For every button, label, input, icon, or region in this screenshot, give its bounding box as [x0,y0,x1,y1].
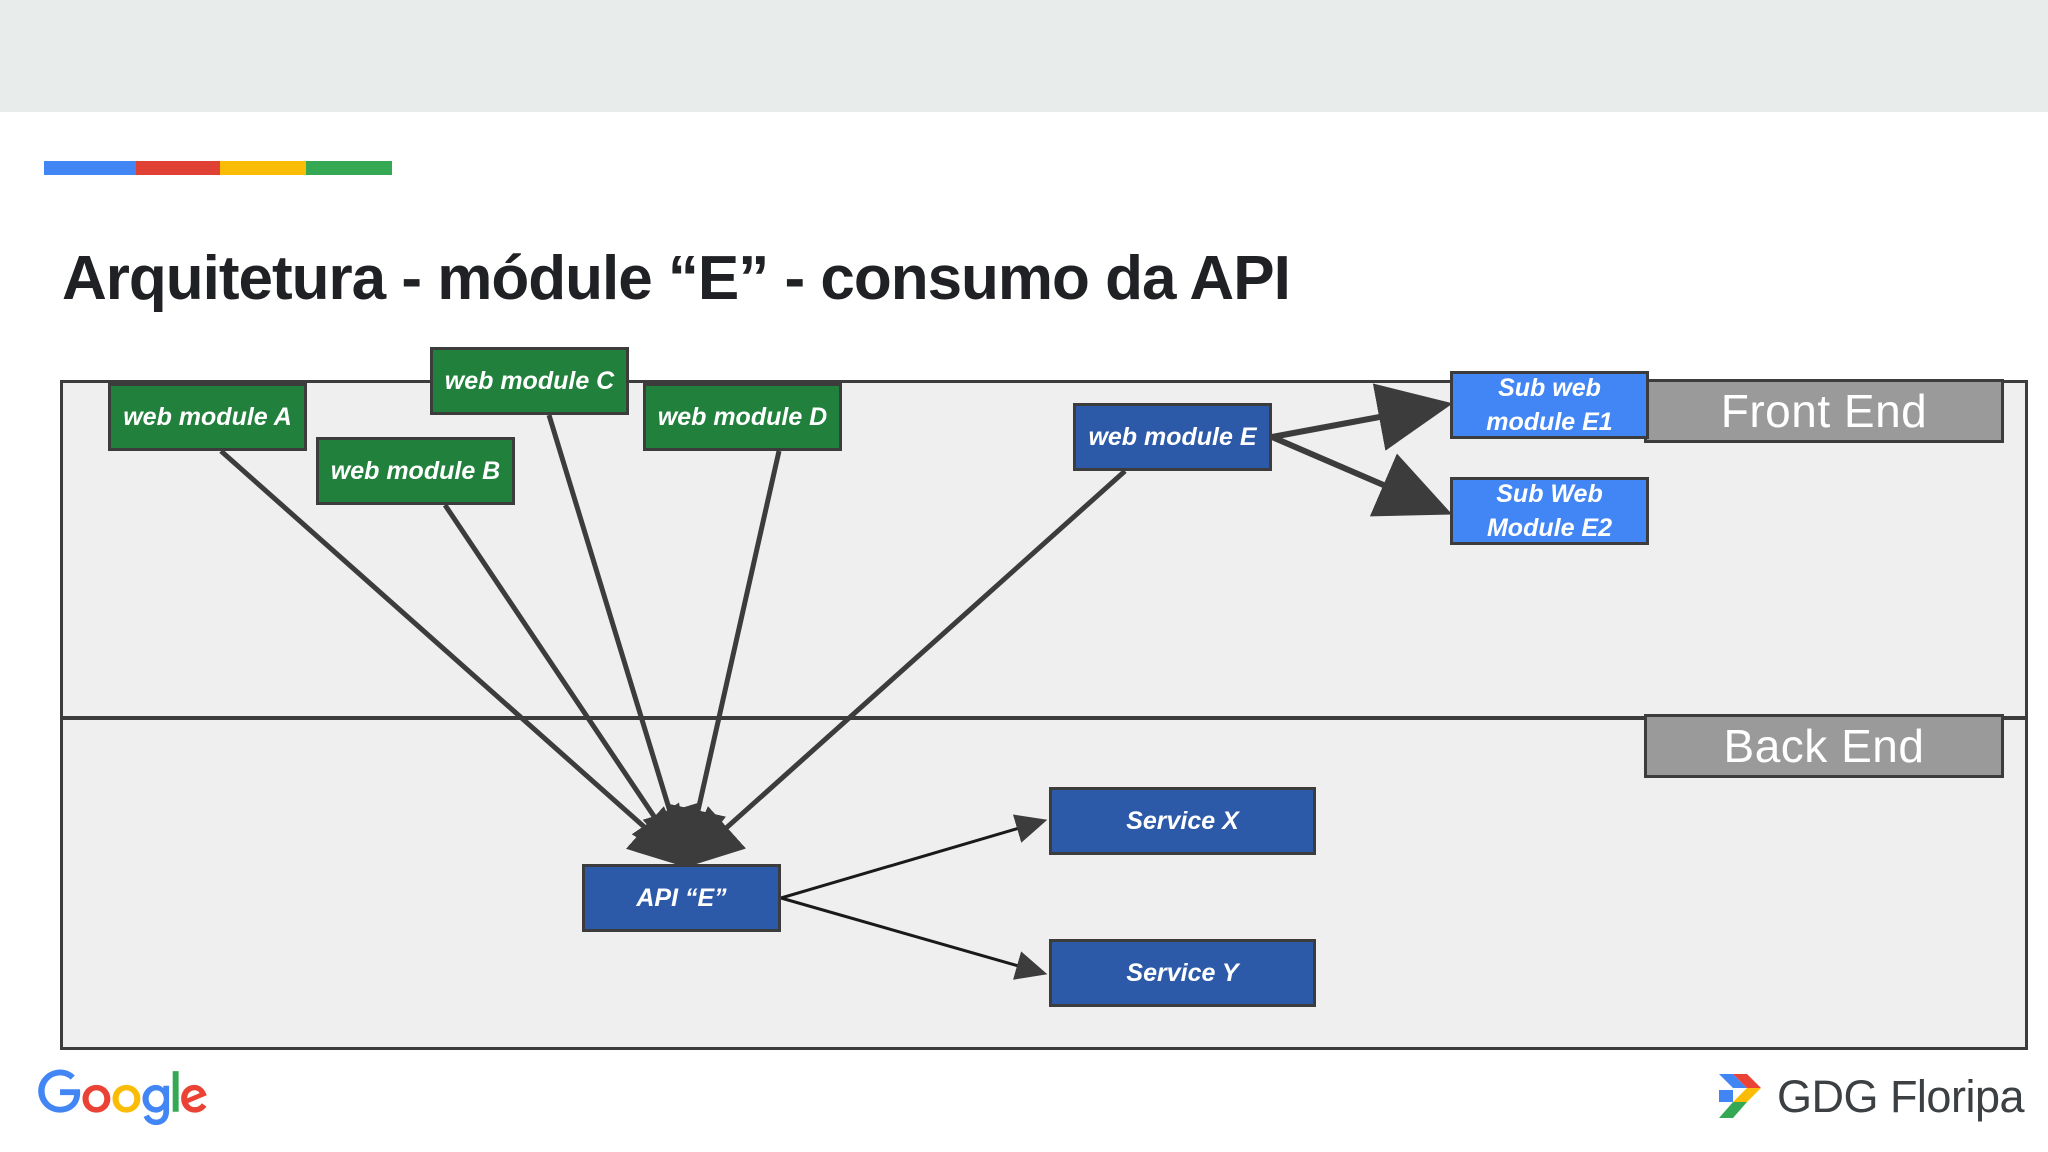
page-title: Arquitetura - módule “E” - consumo da AP… [62,244,1291,313]
node-service-x[interactable]: Service X [1049,787,1316,855]
node-web-module-c[interactable]: web module C [430,347,629,415]
node-api-e[interactable]: API “E” [582,864,781,932]
gdg-chevron-icon [1718,1074,1761,1118]
color-rule-red [136,161,220,175]
node-web-module-d[interactable]: web module D [643,383,842,451]
gdg-floripa-logo: GDG Floripa [1717,1070,2025,1124]
zone-header-front-end: Front End [1644,379,2004,443]
google-color-rule [44,161,392,175]
color-rule-yellow [220,161,306,175]
gdg-floripa-label: GDG Floripa [1776,1071,2025,1122]
node-sub-web-module-e2[interactable]: Sub Web Module E2 [1450,477,1649,545]
google-logo [38,1069,207,1126]
top-decorative-band [0,0,2048,112]
color-rule-blue [44,161,136,175]
color-rule-green [306,161,392,175]
node-web-module-e[interactable]: web module E [1073,403,1272,471]
node-web-module-b[interactable]: web module B [316,437,515,505]
zone-header-back-end: Back End [1644,714,2004,778]
architecture-diagram: Front End Back End web module A web modu… [60,347,2028,1050]
node-service-y[interactable]: Service Y [1049,939,1316,1007]
node-web-module-a[interactable]: web module A [108,383,307,451]
node-sub-web-module-e1[interactable]: Sub web module E1 [1450,371,1649,439]
